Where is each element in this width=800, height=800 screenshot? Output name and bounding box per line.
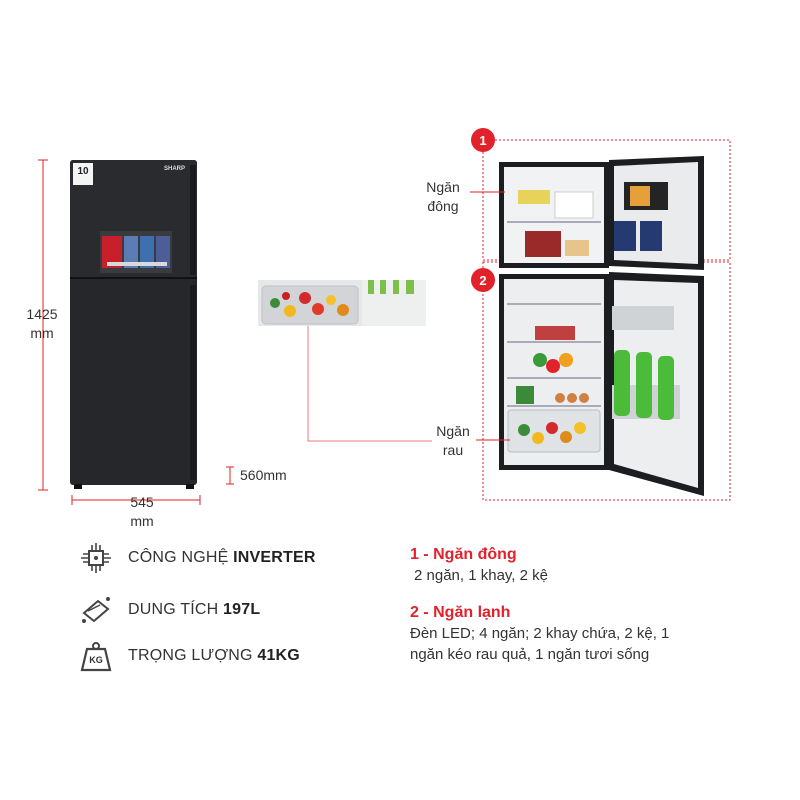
width-dimension: 545 mm (120, 493, 164, 531)
freezer-number-badge: 1 (471, 128, 495, 152)
spec-inverter-prefix: CÔNG NGHỆ (128, 549, 234, 566)
spec-inverter: CÔNG NGHỆ INVERTER (78, 540, 316, 576)
fridge-section: 2 - Ngăn lạnh Đèn LED; 4 ngăn; 2 khay ch… (410, 604, 669, 665)
crisper-callout: Ngăn rau (428, 422, 478, 460)
weight-icon: KG (78, 638, 114, 674)
freezer-callout-line2: đông (427, 198, 459, 214)
freezer-section-title: 1 - Ngăn đông (410, 546, 517, 563)
spec-inverter-label: CÔNG NGHỆ INVERTER (128, 549, 316, 567)
width-value: 545 (130, 494, 154, 510)
weight-icon-text: KG (89, 655, 103, 665)
freezer-section-desc: 2 ngăn, 1 khay, 2 kệ (414, 567, 548, 584)
spec-weight-prefix: TRỌNG LƯỢNG (128, 647, 258, 664)
brand-logo: SHARP (164, 166, 186, 172)
capacity-icon (78, 592, 114, 628)
crisper-callout-line2: rau (442, 442, 464, 458)
inverter-chip-icon (78, 540, 114, 576)
height-unit: mm (30, 325, 54, 341)
crisper-callout-line1: Ngăn (436, 423, 470, 439)
spec-capacity: DUNG TÍCH 197L (78, 592, 260, 628)
freezer-section: 1 - Ngăn đông 2 ngăn, 1 khay, 2 kệ (410, 546, 548, 586)
fridge-section-title: 2 - Ngăn lạnh (410, 604, 511, 621)
fridge-number-badge: 2 (471, 268, 495, 292)
height-value: 1425 (26, 306, 58, 322)
spec-weight-value: 41KG (257, 647, 300, 664)
spec-weight-label: TRỌNG LƯỢNG 41KG (128, 647, 300, 665)
height-dimension: 1425 mm (20, 305, 64, 343)
spec-inverter-value: INVERTER (233, 549, 316, 566)
depth-dimension: 560mm (240, 467, 287, 483)
spec-capacity-prefix: DUNG TÍCH (128, 601, 224, 618)
spec-weight: KG TRỌNG LƯỢNG 41KG (78, 638, 300, 674)
fridge-section-desc-line2: ngăn kéo rau quả, 1 ngăn tươi sống (410, 646, 650, 663)
energy-badge: 10 (77, 166, 89, 177)
freezer-callout-line1: Ngăn (426, 179, 460, 195)
spec-capacity-label: DUNG TÍCH 197L (128, 601, 260, 619)
spec-capacity-value: 197L (223, 601, 261, 618)
fridge-section-desc-line1: Đèn LED; 4 ngăn; 2 khay chứa, 2 kệ, 1 (410, 625, 670, 642)
freezer-callout: Ngăn đông (418, 178, 468, 216)
width-unit: mm (130, 513, 154, 529)
